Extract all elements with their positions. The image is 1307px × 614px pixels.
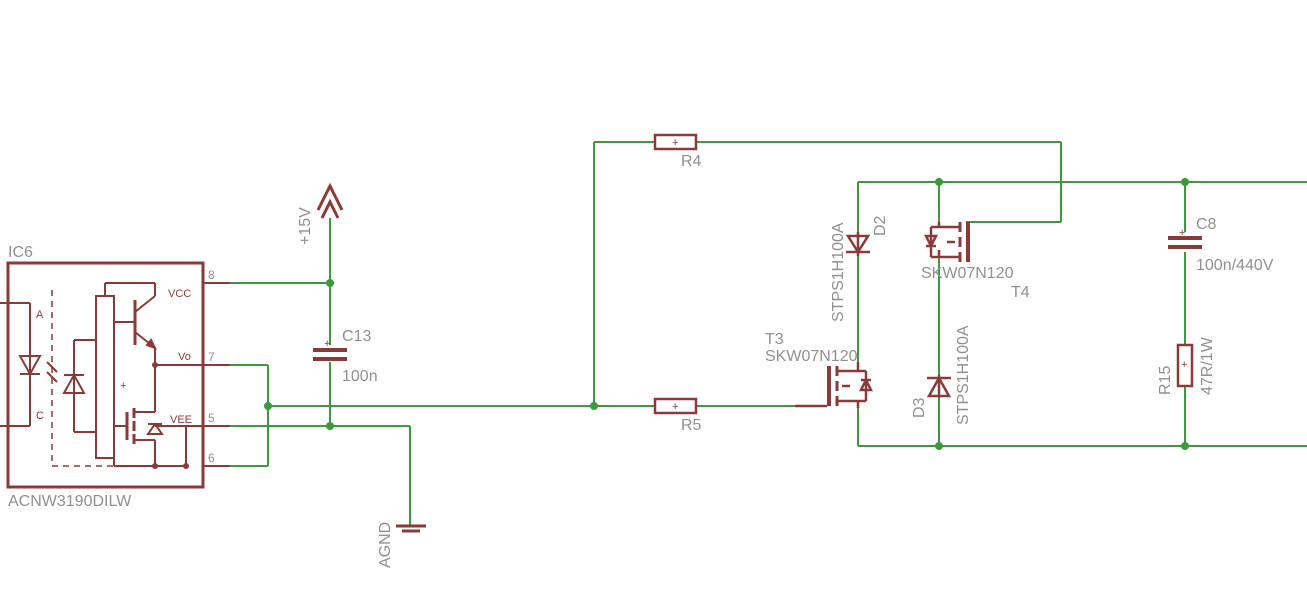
t3-value-label: SKW07N120 (765, 348, 858, 365)
r4-name-label: R4 (681, 153, 702, 170)
ic6-pin-vo-label: Vo (178, 351, 191, 363)
d2-diode-icon[interactable] (845, 232, 871, 256)
t3-igbt-icon[interactable] (795, 362, 874, 408)
ic6-plus-label: + (120, 380, 126, 392)
supply-arrow-icon[interactable] (316, 182, 344, 219)
ic6-optocoupler[interactable] (0, 261, 230, 489)
d2-value-label: STPS1H100A (830, 222, 847, 322)
t4-value-label: SKW07N120 (921, 265, 1014, 282)
junction-dot (1181, 178, 1189, 186)
junction-dot (326, 422, 334, 430)
r15-polarity-label: + (1181, 359, 1187, 371)
ic6-pin-vee-label: VEE (170, 414, 192, 426)
junction-dot (1181, 442, 1189, 450)
junctions (264, 178, 1189, 450)
ic6-pin7-number: 7 (208, 350, 215, 364)
c13-polarity-label: + (324, 338, 330, 350)
ic6-name-label: IC6 (8, 244, 33, 261)
ic6-pin-c-label: C (36, 410, 44, 422)
ic6-value-label: ACNW3190DILW (8, 493, 132, 510)
t3-name-label: T3 (765, 331, 784, 348)
junction-dot (326, 279, 334, 287)
c8-capacitor[interactable] (1168, 236, 1202, 249)
c13-name-label: C13 (342, 328, 371, 345)
r5-polarity-label: + (672, 401, 678, 413)
r5-name-label: R5 (681, 417, 702, 434)
r4-resistor[interactable] (653, 133, 698, 151)
r5-resistor[interactable] (653, 397, 698, 415)
ic6-pin-vcc-label: VCC (168, 288, 191, 300)
ground-label: AGND (377, 522, 394, 568)
t4-name-label: T4 (1011, 284, 1030, 301)
junction-dot (935, 442, 943, 450)
c8-value-label: 100n/440V (1196, 257, 1274, 274)
t4-igbt-icon[interactable] (923, 222, 970, 262)
c8-polarity-label: + (1179, 227, 1185, 239)
d3-name-label: D3 (911, 397, 928, 418)
supply-label: +15V (297, 207, 314, 245)
c13-value-label: 100n (342, 368, 378, 385)
ic6-pin5-number: 5 (208, 411, 215, 425)
c8-name-label: C8 (1196, 216, 1217, 233)
junction-dot (935, 178, 943, 186)
ground-icon[interactable] (396, 524, 426, 533)
r15-name-label: R15 (1157, 366, 1174, 395)
ic6-pin6-number: 6 (208, 451, 215, 465)
ic6-pin-a-label: A (36, 309, 44, 321)
r4-polarity-label: + (672, 137, 678, 149)
d3-value-label: STPS1H100A (955, 325, 972, 425)
junction-dot (264, 402, 272, 410)
photodiode-icon (62, 339, 96, 433)
d2-name-label: D2 (872, 215, 889, 236)
ic6-pin8-number: 8 (208, 268, 215, 282)
d3-diode-icon[interactable] (926, 375, 952, 398)
c13-capacitor[interactable] (313, 348, 347, 361)
r15-value-label: 47R/1W (1199, 336, 1216, 395)
junction-dot (590, 402, 598, 410)
r15-resistor[interactable] (1176, 343, 1194, 388)
